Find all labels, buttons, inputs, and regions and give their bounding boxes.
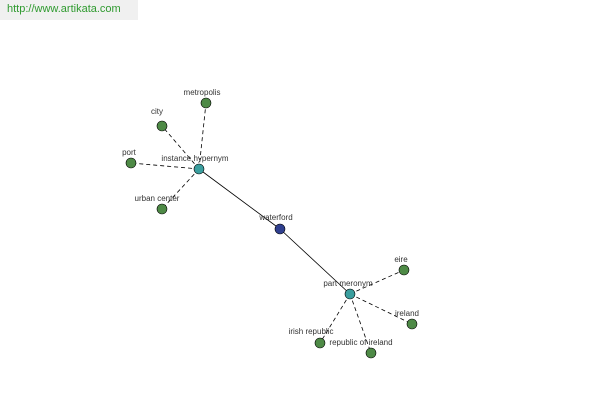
nodes-layer (125, 97, 418, 359)
node-ireland[interactable] (406, 318, 418, 330)
node-metropolis[interactable] (200, 97, 212, 109)
node-port[interactable] (125, 157, 137, 169)
node-part-meronym[interactable] (344, 288, 356, 300)
labels-layer: waterford instance hypernym part meronym me… (122, 88, 419, 347)
edges-layer (130, 102, 413, 354)
label-port: port (122, 148, 137, 157)
label-irish-republic: irish republic (289, 327, 334, 336)
node-city[interactable] (156, 120, 168, 132)
label-instance-hypernym: instance hypernym (161, 154, 228, 163)
label-city: city (151, 107, 163, 116)
label-waterford: waterford (258, 213, 292, 222)
node-republic-of-ireland[interactable] (365, 347, 377, 359)
edge-instance-hypernym-to-city (161, 125, 200, 170)
label-urban-center: urban center (135, 194, 180, 203)
node-waterford[interactable] (274, 223, 286, 235)
edge-part-meronym-to-ireland (349, 293, 413, 325)
edge-part-meronym-to-irish-republic (319, 293, 351, 344)
label-republic-of-ireland: republic of ireland (329, 338, 392, 347)
label-part-meronym: part meronym (323, 279, 373, 288)
edge-instance-hypernym-to-urban-center (161, 168, 200, 210)
edge-waterford-to-part-meronym (279, 228, 351, 295)
label-eire: eire (394, 255, 408, 264)
node-eire[interactable] (398, 264, 410, 276)
edge-part-meronym-to-republic-of-ireland (349, 293, 372, 354)
artikata-url-link[interactable]: http://www.artikata.com (0, 0, 138, 20)
label-ireland: ireland (395, 309, 419, 318)
node-instance-hypernym[interactable] (193, 163, 205, 175)
label-metropolis: metropolis (184, 88, 221, 97)
node-urban-center[interactable] (156, 203, 168, 215)
edge-instance-hypernym-to-port (130, 162, 200, 170)
edge-part-meronym-to-eire (349, 269, 405, 295)
edge-waterford-to-instance-hypernym (198, 168, 281, 230)
node-irish-republic[interactable] (314, 337, 326, 349)
